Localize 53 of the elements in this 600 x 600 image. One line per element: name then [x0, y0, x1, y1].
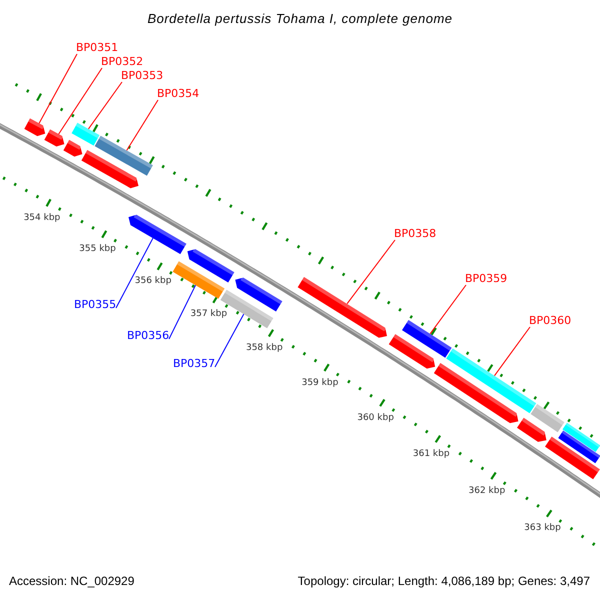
gene-bar	[517, 418, 546, 442]
gene-bar	[72, 122, 100, 146]
scale-label: 362 kbp	[468, 486, 506, 497]
gene-bar	[558, 430, 600, 464]
gene-bar	[172, 261, 225, 299]
leader-line	[88, 82, 122, 130]
leader-line	[494, 326, 530, 376]
scale-label: 355 kbp	[79, 244, 116, 256]
gene-bar	[44, 129, 64, 146]
gene-bar	[446, 348, 536, 414]
gene-label: BP0357	[173, 357, 215, 370]
gene-bar	[187, 248, 234, 282]
gene-label: BP0352	[101, 55, 143, 68]
leader-line	[38, 54, 78, 124]
gene-label: BP0353	[121, 69, 163, 82]
scale-label: 354 kbp	[24, 212, 60, 224]
scale-label: 360 kbp	[357, 412, 394, 424]
title: Bordetella pertussis Tohama I, complete genome	[147, 11, 453, 26]
genome-summary: Topology: circular; Length: 4,086,189 bp; Genes: 3,497	[298, 574, 590, 589]
gene-bar	[545, 436, 600, 480]
gene-bar	[94, 136, 153, 176]
leader-line	[214, 314, 244, 368]
gene-bar	[530, 404, 564, 432]
gene-label: BP0354	[157, 87, 199, 100]
gene-label: BP0356	[127, 329, 169, 342]
gene-label: BP0351	[76, 41, 118, 54]
gene-bar	[388, 334, 436, 369]
leader-line	[168, 284, 196, 340]
gene-bar	[235, 277, 282, 312]
gene-label: BP0359	[465, 272, 507, 285]
gene-bar	[128, 214, 186, 254]
gene-bar	[434, 363, 518, 424]
scale-label: 359 kbp	[302, 378, 338, 389]
scale-label: 356 kbp	[134, 276, 172, 288]
accession-note: Accession: NC_002929	[9, 574, 134, 589]
scale-label: 358 kbp	[246, 343, 283, 354]
scale-label: 357 kbp	[190, 309, 228, 320]
gene-label: BP0360	[529, 314, 571, 327]
scale-label: 363 kbp	[524, 523, 561, 534]
gene-bar	[298, 277, 387, 338]
leader-line	[346, 240, 396, 304]
gene-label: BP0355	[74, 298, 116, 311]
gene-bar	[24, 118, 46, 136]
leader-line	[430, 284, 466, 334]
gene-label: BP0358	[394, 227, 436, 240]
scale-label: 361 kbp	[412, 448, 450, 460]
leader-line	[126, 100, 158, 151]
gene-bar	[81, 150, 138, 188]
gene-bar	[562, 422, 600, 452]
leader-line	[58, 68, 102, 135]
gene-bar	[63, 140, 82, 157]
leader-line	[116, 238, 154, 308]
gene-bar	[402, 320, 452, 358]
